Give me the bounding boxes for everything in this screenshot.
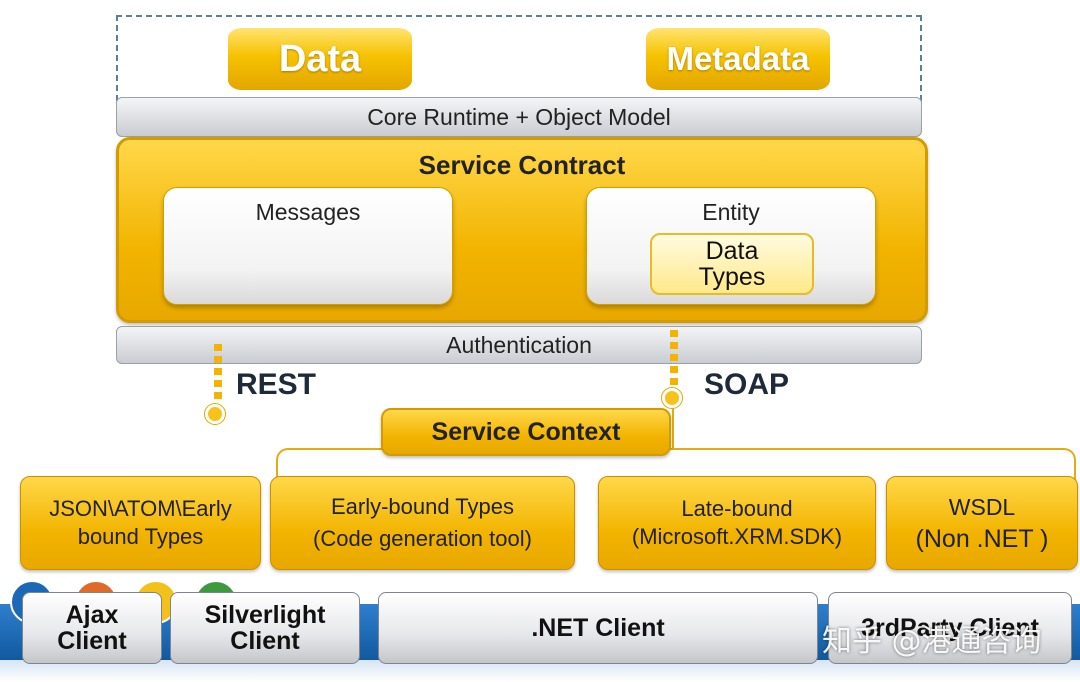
metadata-store-label: Metadata	[666, 40, 810, 77]
ajax-client-box: Ajax Client	[22, 592, 162, 664]
service-contract-panel: Service Contract Messages Entity Data Ty…	[116, 137, 928, 323]
soap-label: SOAP	[704, 368, 790, 401]
rest-connector	[214, 344, 222, 402]
binding-late-bound-line1: Late-bound	[681, 496, 793, 521]
third-party-client-label: 3rdParty Client	[861, 614, 1039, 642]
authentication-bar: Authentication	[116, 326, 922, 364]
context-bracket-right	[670, 448, 1076, 480]
service-context-box: Service Context	[381, 408, 671, 456]
service-contract-title: Service Contract	[418, 149, 626, 180]
core-runtime-bar: Core Runtime + Object Model	[116, 97, 922, 137]
silverlight-client-line2: Client	[230, 627, 300, 655]
binding-json-atom-line1: JSON\ATOM\Early	[49, 496, 232, 521]
binding-json-atom-line2: bound Types	[77, 524, 204, 549]
metadata-store: Metadata	[646, 28, 830, 90]
client-band-reflection	[0, 660, 1080, 682]
messages-box: Messages	[163, 187, 453, 305]
binding-late-bound-line2: (Microsoft.XRM.SDK)	[631, 524, 843, 549]
data-store-label: Data	[278, 37, 362, 80]
entity-box: Entity Data Types	[586, 187, 876, 305]
data-types-box: Data Types	[650, 233, 814, 295]
binding-wsdl-line2: (Non .NET )	[915, 525, 1049, 553]
rest-label: REST	[236, 368, 317, 401]
rest-endpoint-dot	[205, 404, 225, 424]
silverlight-client-box: Silverlight Client	[170, 592, 360, 664]
messages-label: Messages	[255, 198, 361, 225]
third-party-client-box: 3rdParty Client	[828, 592, 1072, 664]
data-types-line1: Data	[705, 237, 759, 265]
entity-label: Entity	[702, 198, 760, 225]
data-store: Data	[228, 28, 412, 90]
dotnet-client-label: .NET Client	[531, 614, 665, 642]
soap-endpoint-dot	[662, 388, 682, 408]
context-bracket-left	[276, 448, 384, 480]
binding-wsdl: WSDL (Non .NET )	[886, 476, 1078, 570]
storage-region	[116, 15, 922, 101]
ajax-client-line2: Client	[57, 627, 127, 655]
binding-json-atom: JSON\ATOM\Early bound Types	[20, 476, 261, 570]
authentication-label: Authentication	[446, 331, 592, 358]
silverlight-client-line1: Silverlight	[204, 601, 326, 629]
binding-late-bound: Late-bound (Microsoft.XRM.SDK)	[598, 476, 876, 570]
binding-wsdl-line1: WSDL	[948, 494, 1016, 520]
soap-connector	[670, 330, 678, 390]
binding-early-bound: Early-bound Types (Code generation tool)	[270, 476, 575, 570]
core-runtime-label: Core Runtime + Object Model	[367, 103, 671, 130]
binding-early-bound-line1: Early-bound Types	[330, 494, 515, 519]
dotnet-client-box: .NET Client	[378, 592, 818, 664]
binding-early-bound-line2: (Code generation tool)	[313, 526, 532, 551]
ajax-client-line1: Ajax	[65, 601, 119, 629]
context-bracket-soap-link	[672, 408, 674, 450]
data-types-line2: Types	[698, 263, 766, 291]
watermark-text: 知乎 @港通咨询	[822, 624, 1042, 659]
